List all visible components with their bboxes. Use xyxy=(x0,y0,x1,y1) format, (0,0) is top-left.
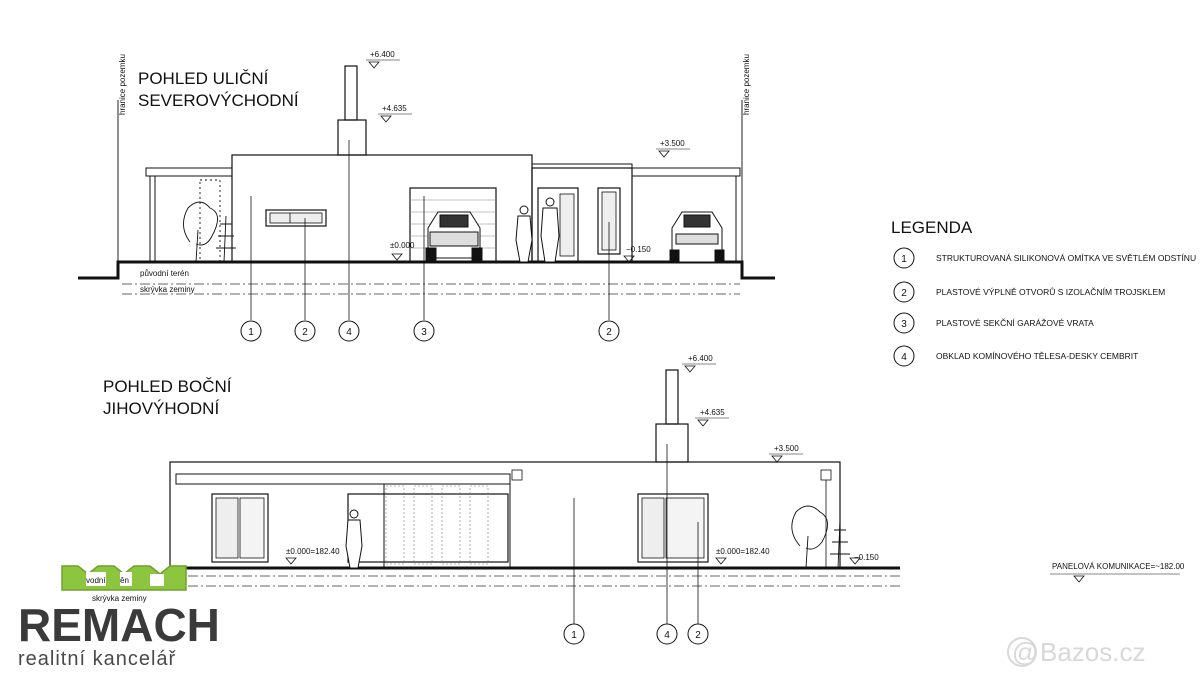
street-level-zero: ±0.000 xyxy=(390,241,415,250)
side-main-volume xyxy=(169,461,841,569)
street-level-chimney-base: +4.635 xyxy=(382,104,407,113)
side-window-left xyxy=(211,493,269,563)
legend-num-1: 1 xyxy=(901,254,907,265)
side-view-title-1: POHLED BOČNÍ xyxy=(103,377,232,396)
side-window-middle xyxy=(347,493,509,563)
side-callouts: 1 4 2 xyxy=(563,623,709,645)
bazos-watermark: @ Bazos.cz xyxy=(1007,637,1146,667)
street-callout-1: 1 xyxy=(248,327,254,338)
side-level-zero-left: ±0.000=182.40 xyxy=(286,547,340,556)
side-level-zero-right: ±0.000=182.40 xyxy=(716,547,770,556)
side-levels: +6.400 +4.635 +3.500 ±0.000=182.40 ±0.00… xyxy=(285,354,1185,583)
street-callout-4: 3 xyxy=(421,327,427,338)
street-level-chimney: +6.400 xyxy=(370,50,395,59)
legend-num-3: 3 xyxy=(901,319,907,330)
street-callout-5: 2 xyxy=(606,327,612,338)
main-volume xyxy=(231,154,533,263)
legend-text-2: PLASTOVÉ VÝPLNĚ OTVORŮ S IZOLAČNÍM TROJS… xyxy=(936,286,1165,297)
side-level-minus: −0.150 xyxy=(854,553,879,562)
logo-brand: REMACH xyxy=(18,599,220,651)
side-view-title-2: JIHOVÝHODNÍ xyxy=(103,399,219,418)
logo-overlay-1a: vodní xyxy=(86,576,106,585)
side-tree-figure xyxy=(791,505,850,569)
legend-text-3: PLASTOVÉ SEKČNÍ GARÁŽOVÉ VRATA xyxy=(936,318,1094,328)
remach-logo: vodní ěn skrývka zeminy REMACH realitní … xyxy=(18,565,220,670)
panel-road-label: PANELOVÁ KOMUNIKACE=~182.00 xyxy=(1052,562,1185,571)
garage-door xyxy=(409,187,497,263)
street-level-roof: +3.500 xyxy=(660,139,685,148)
tree-figure xyxy=(183,179,236,263)
person-figure xyxy=(515,197,560,263)
chimney-base xyxy=(337,119,367,156)
legend-text-1: STRUKTUROVANÁ SILIKONOVÁ OMÍTKA VE SVĚTL… xyxy=(936,253,1196,263)
logo-tagline: realitní kancelář xyxy=(18,648,177,670)
street-view-title-1: POHLED ULIČNÍ xyxy=(138,69,269,88)
window-street xyxy=(265,209,327,227)
street-callouts: 1 2 4 3 2 xyxy=(240,320,620,342)
side-level-chimney-base: +4.635 xyxy=(700,408,725,417)
legend-text-4: OBKLAD KOMÍNOVÉHO TĚLESA-DESKY CEMBRIT xyxy=(936,351,1138,361)
soil-label: skrývka zeminy xyxy=(140,285,195,294)
logo-overlay-1b: ěn xyxy=(120,576,129,585)
side-person-figure xyxy=(345,509,363,569)
chimney xyxy=(344,65,358,121)
watermark-text: Bazos.cz xyxy=(1040,637,1146,667)
side-view: POHLED BOČNÍ JIHOVÝHODNÍ xyxy=(103,354,1185,645)
street-callout-2: 2 xyxy=(302,327,308,338)
legend-num-2: 2 xyxy=(901,288,907,299)
side-chimney xyxy=(665,369,679,425)
street-callout-3: 4 xyxy=(346,327,352,338)
watermark-at-icon xyxy=(1007,637,1037,667)
car-front-garage xyxy=(425,211,483,261)
side-level-chimney: +6.400 xyxy=(688,354,713,363)
legend: LEGENDA 1 STRUKTUROVANÁ SILIKONOVÁ OMÍTK… xyxy=(891,218,1196,367)
side-canopy xyxy=(175,473,511,485)
logo-overlay-2: skrývka zeminy xyxy=(92,594,147,603)
boundary-label-right: hranice pozemku xyxy=(742,54,751,115)
terrain-label: původní terén xyxy=(140,269,189,278)
carport-roof-left xyxy=(145,167,233,177)
street-view: POHLED ULIČNÍ SEVEROVÝCHODNÍ hranice poz… xyxy=(78,50,775,342)
entrance-door xyxy=(537,187,579,263)
side-callout-1: 1 xyxy=(571,630,577,641)
side-callout-3: 2 xyxy=(695,630,701,641)
car-front-carport xyxy=(669,211,725,263)
carport-roof-right xyxy=(631,167,741,177)
watermark-at-glyph: @ xyxy=(1012,637,1038,667)
side-callout-2: 4 xyxy=(664,630,670,641)
street-level-minus: −0.150 xyxy=(626,245,651,254)
side-chimney-base xyxy=(655,423,689,463)
side-level-roof: +3.500 xyxy=(774,444,799,453)
legend-num-4: 4 xyxy=(901,352,907,363)
legend-title: LEGENDA xyxy=(891,218,973,237)
street-levels: +6.400 +4.635 +3.500 ±0.000 −0.150 xyxy=(366,50,690,263)
street-view-title-2: SEVEROVÝCHODNÍ xyxy=(138,91,299,110)
side-window-right xyxy=(637,493,709,563)
boundary-label-left: hranice pozemku xyxy=(118,54,127,115)
